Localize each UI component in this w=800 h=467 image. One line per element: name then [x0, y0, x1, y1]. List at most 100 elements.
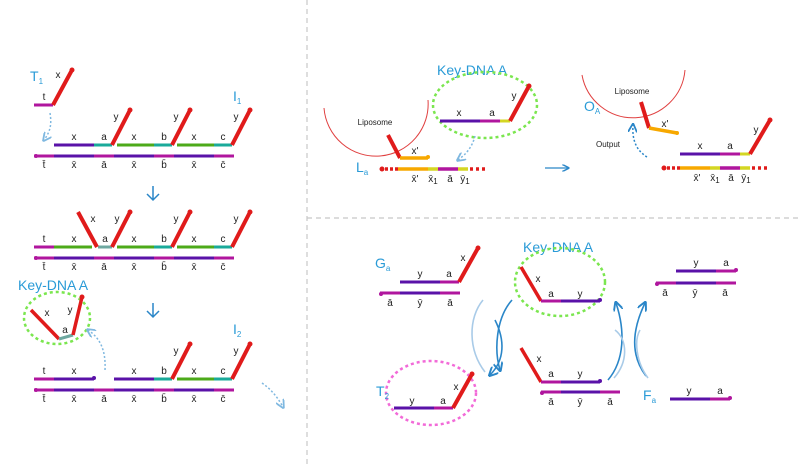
cycle-arrow-light — [471, 299, 486, 373]
t1-arm-end — [69, 67, 75, 73]
arm-y — [170, 109, 192, 146]
arm-label: y — [234, 346, 239, 357]
bottom-label: b̄ — [161, 260, 167, 273]
bottom-label: ā — [101, 160, 107, 171]
top-label: y — [754, 125, 759, 136]
bottom-label: c̄ — [221, 160, 226, 171]
bottom-strand — [34, 388, 234, 392]
fa-label: Fa — [643, 387, 657, 405]
top-label: t — [43, 234, 46, 245]
key-dna-label: Key-DNA A — [18, 277, 89, 293]
arm-y — [110, 109, 132, 146]
bottom-label: c̄ — [221, 394, 226, 405]
top-label: b — [161, 132, 167, 143]
t1-toe-label: t — [43, 92, 46, 103]
bottom-label: ā — [728, 173, 734, 184]
bottom-label: x̄ — [192, 262, 197, 273]
key-label: x — [536, 274, 541, 285]
bottom-label: x̄ — [132, 262, 137, 273]
bottom-right-panel: Ga y a x ā ȳ ā Key-DNA A x a y y a ā — [375, 239, 738, 427]
la-label: La — [356, 159, 369, 177]
key-label: a — [548, 289, 554, 300]
top-label: x — [132, 132, 137, 143]
top-label: x — [72, 132, 77, 143]
bottom-label: ȳ1 — [460, 174, 470, 186]
t2-outline — [384, 359, 478, 427]
top-label: b — [161, 234, 167, 245]
cycle-arrow — [633, 303, 646, 377]
bottom-label: t̄ — [42, 159, 46, 171]
bottom-label: x̄ — [132, 394, 137, 405]
cycle-arrow-light — [635, 329, 649, 379]
stage3: Key-DNA A x y a I2 y y t x x — [18, 277, 283, 407]
key-dna-outline — [513, 246, 607, 318]
top-label: a — [102, 234, 108, 245]
arrow-down-icon — [146, 303, 160, 319]
top-label: b — [161, 366, 167, 377]
top-label: x — [461, 253, 466, 264]
bottom-strand — [34, 256, 234, 260]
bottom-label: b̄ — [161, 392, 167, 405]
key-dna-outline — [22, 290, 92, 346]
arm-label: y — [174, 112, 179, 123]
oa-label: OA — [584, 98, 601, 116]
bottom-label: ȳ1 — [741, 173, 751, 185]
top-label: x — [72, 366, 77, 377]
fa-seg-label: y — [687, 386, 692, 397]
x-prime-label: x' — [412, 146, 419, 157]
key-label: y — [68, 305, 73, 316]
bottom-label: b̄ — [161, 158, 167, 171]
bottom-label: x̄ — [132, 160, 137, 171]
bottom-label: x̄1 — [710, 173, 720, 185]
bottom-label: ȳ — [418, 298, 423, 309]
key-label: y — [512, 91, 517, 102]
arm-y — [230, 109, 252, 146]
stage2: x y y y t x a x b x c t̄ x̄ ā — [34, 209, 253, 273]
liposome-label: Liposome — [358, 118, 393, 127]
liposome-label: Liposome — [615, 87, 650, 96]
ga-label: Ga — [375, 255, 391, 273]
i1-label: I1 — [233, 88, 242, 106]
stage1: T1 x t I1 y y y x a x b x — [30, 67, 253, 171]
arm-label: y — [234, 112, 239, 123]
top-label: x — [132, 234, 137, 245]
cycle-arrow-light — [613, 329, 626, 379]
bottom-label: x̄' — [694, 173, 701, 184]
bottom-label: t̄ — [42, 261, 46, 273]
t2-seg-label: a — [440, 396, 446, 407]
bottom-label: ā — [387, 298, 393, 309]
top-label: y — [578, 369, 583, 380]
top-label: x — [72, 234, 77, 245]
top-label: x — [698, 141, 703, 152]
bottom-label: ȳ — [693, 288, 698, 299]
top-right-panel: Liposome Key-DNA A x a y x' La x̄' x̄1 ā… — [323, 62, 773, 186]
top-label: y — [418, 269, 423, 280]
t1-arm — [51, 69, 74, 106]
cycle-arrow — [607, 303, 622, 381]
bottom-label: x̄ — [192, 394, 197, 405]
top-label: y — [694, 258, 699, 269]
bottom-label: x̄ — [72, 394, 77, 405]
bottom-label: x̄ — [72, 262, 77, 273]
top-label: a — [101, 132, 107, 143]
bottom-label: ā — [722, 288, 728, 299]
fa-seg-label: a — [717, 386, 723, 397]
top-label: c — [221, 366, 226, 377]
arm-label: y — [114, 112, 119, 123]
key-dna-outline — [431, 70, 539, 140]
key-label: y — [578, 289, 583, 300]
binding-arrow — [458, 135, 476, 160]
key-label: a — [62, 325, 68, 336]
bottom-label: ā — [548, 397, 554, 408]
bottom-label: t̄ — [42, 393, 46, 405]
displaced-arm-x — [76, 211, 99, 248]
output-label: Output — [596, 140, 621, 149]
release-arrow — [88, 330, 106, 371]
bottom-label: x̄ — [72, 160, 77, 171]
arm-label: y — [174, 214, 179, 225]
key-label: x — [457, 108, 462, 119]
output-arrow — [633, 125, 648, 158]
bottom-strand — [34, 154, 234, 158]
t1-label: T1 — [30, 68, 44, 86]
